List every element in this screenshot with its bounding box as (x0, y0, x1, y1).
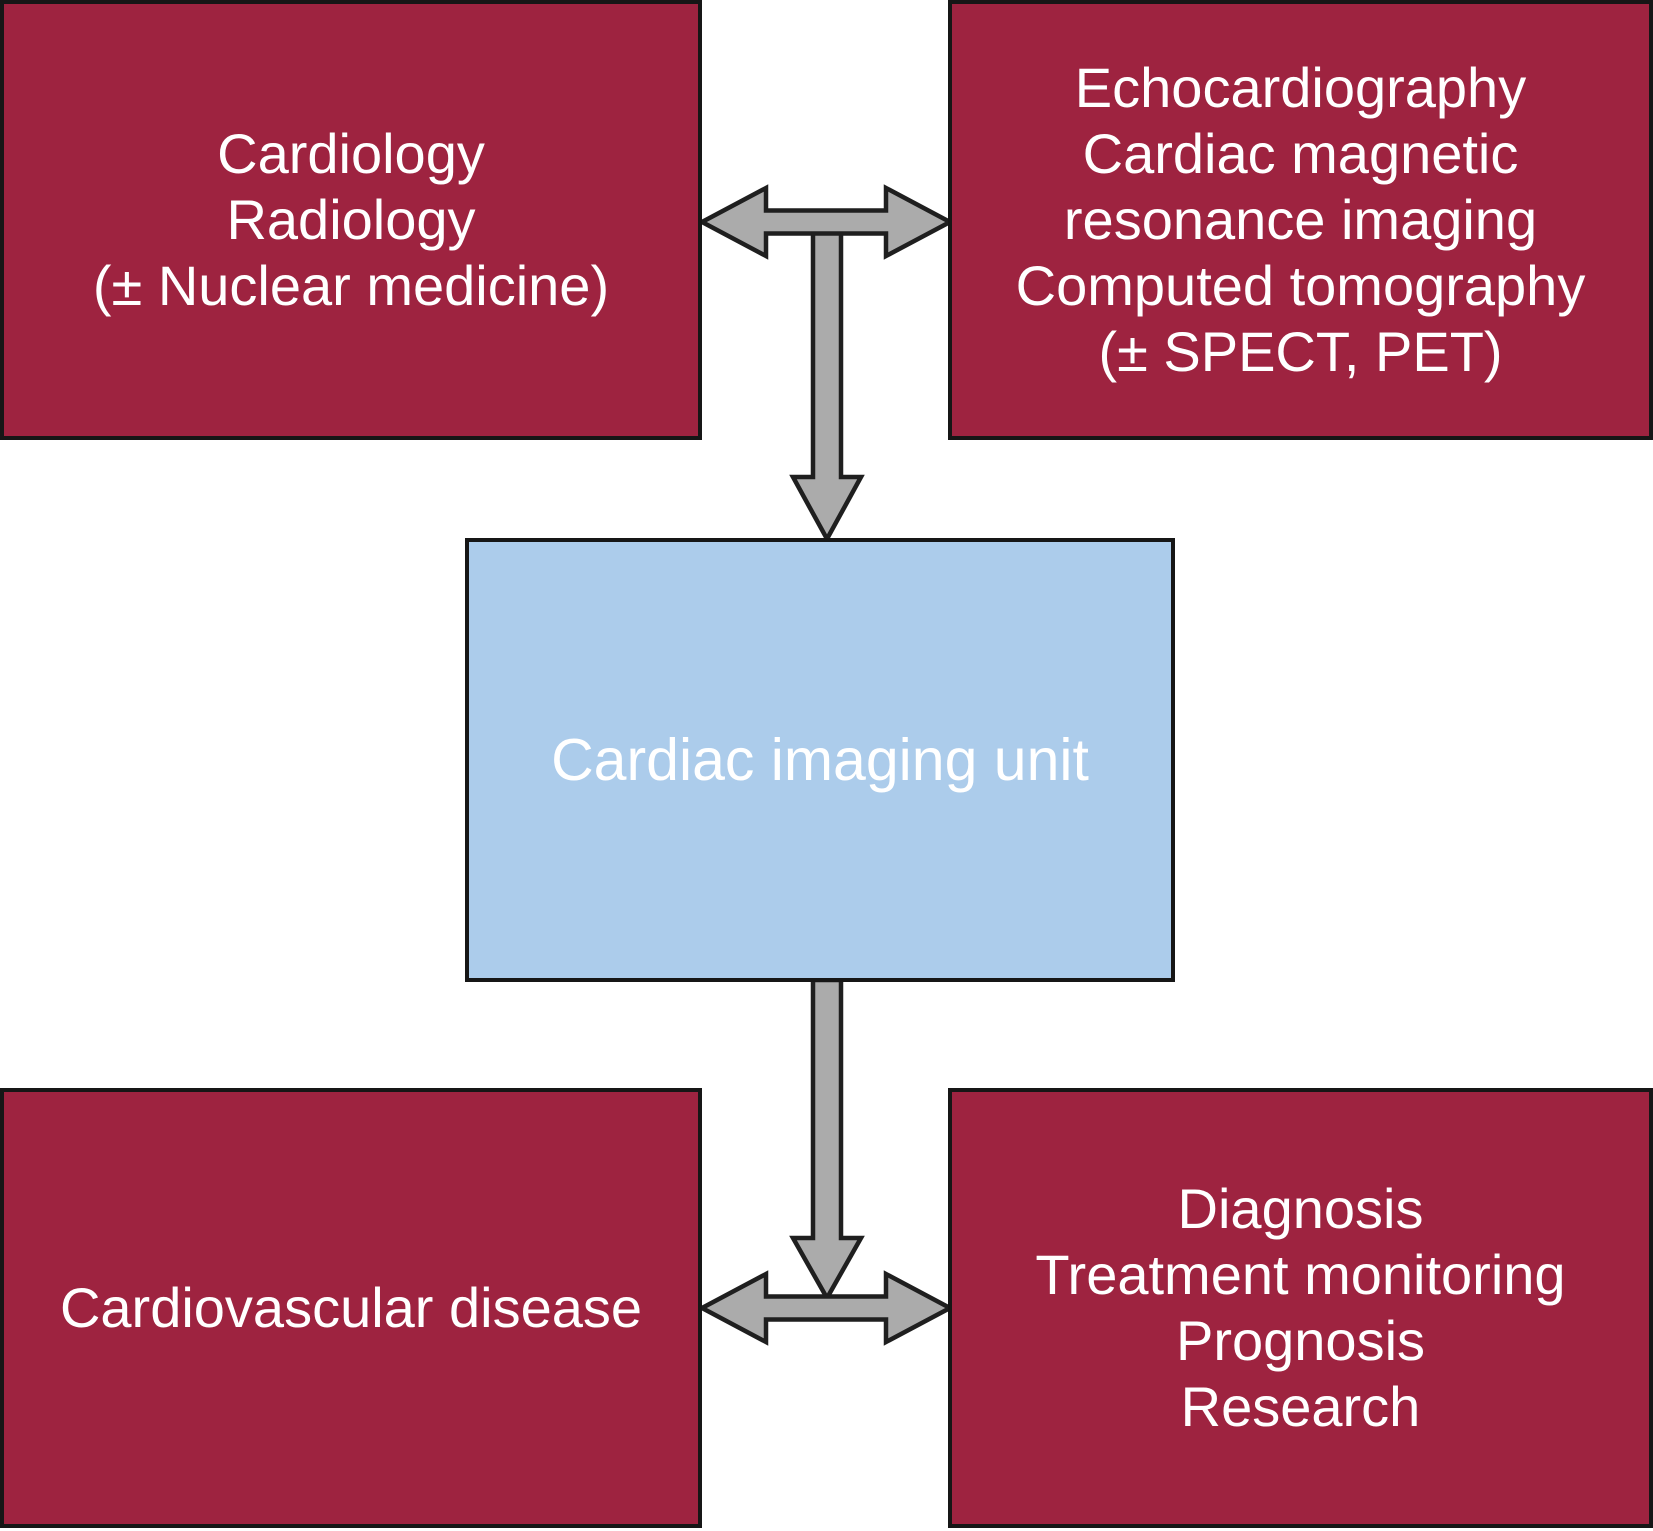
text-line: Radiology (226, 188, 476, 251)
box-imaging-modalities: Echocardiography Cardiac magnetic resona… (948, 0, 1653, 440)
text-line: Treatment monitoring (1035, 1243, 1566, 1306)
text-line: Cardiac magnetic (1082, 122, 1519, 185)
box-clinical-outputs: Diagnosis Treatment monitoring Prognosis… (948, 1088, 1653, 1528)
text-line: (± Nuclear medicine) (92, 254, 610, 317)
text-line: (± SPECT, PET) (1098, 320, 1503, 383)
text-line: Research (1180, 1375, 1421, 1438)
down-arrow-to-unit (789, 213, 865, 544)
text-line: Cardiac imaging unit (551, 727, 1089, 793)
text-line: Computed tomography (1015, 254, 1586, 317)
box-cardiovascular-disease: Cardiovascular disease (0, 1088, 702, 1528)
box-cardiology-radiology: Cardiology Radiology (± Nuclear medicine… (0, 0, 702, 440)
text-line: resonance imaging (1063, 188, 1538, 251)
text-line: Cardiovascular disease (59, 1276, 643, 1339)
text-line: Echocardiography (1074, 56, 1527, 119)
box-cardiac-imaging-unit: Cardiac imaging unit (465, 538, 1175, 982)
text-line: Diagnosis (1177, 1177, 1424, 1240)
text-line: Cardiology (217, 122, 485, 185)
text-line: Prognosis (1175, 1309, 1426, 1372)
down-arrow-from-unit (789, 977, 865, 1303)
